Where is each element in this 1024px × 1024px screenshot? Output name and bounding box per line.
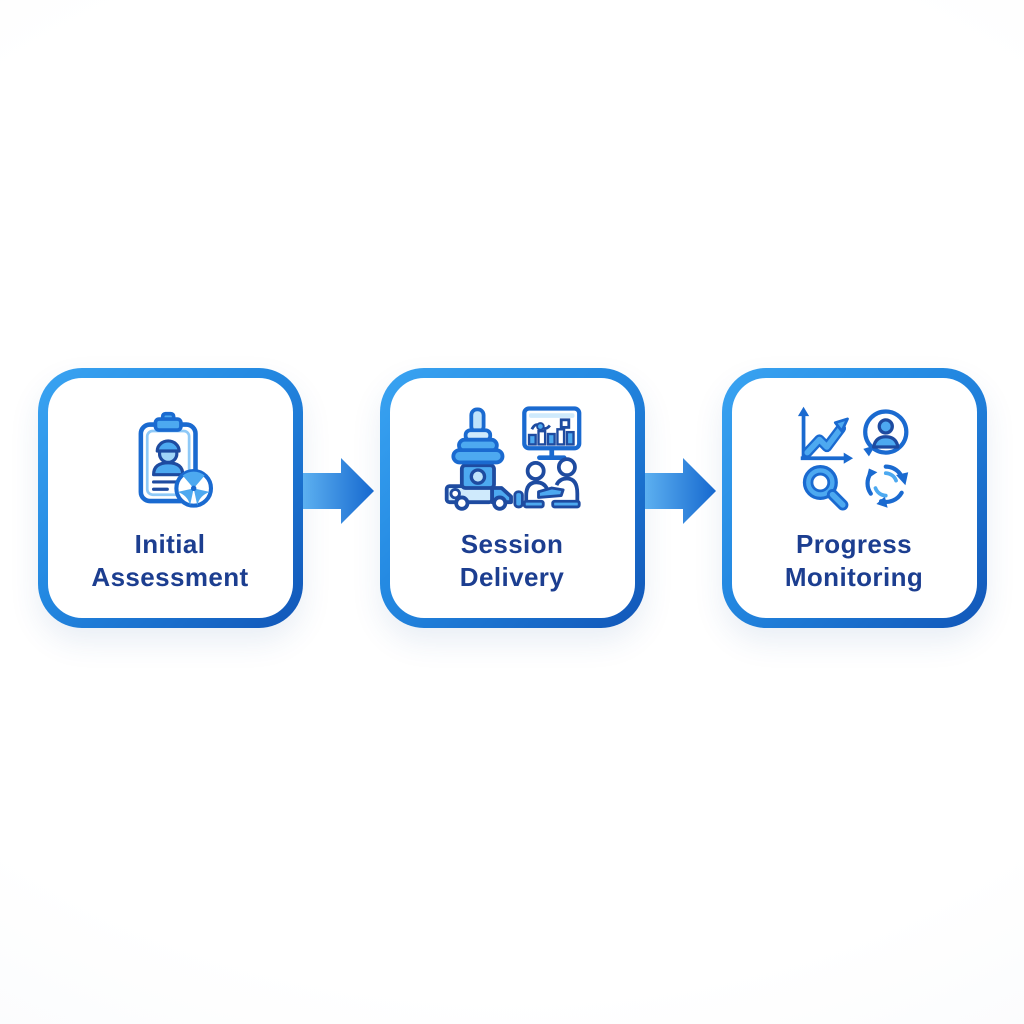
step-label-line: Progress xyxy=(796,529,912,559)
assessment-clipboard-icon xyxy=(138,411,214,508)
step-2-label: Session Delivery xyxy=(460,528,564,594)
connector-2 xyxy=(644,368,722,628)
step-3-label: Progress Monitoring xyxy=(785,528,923,594)
stacking-toy-truck-icon xyxy=(444,407,513,511)
person-photo-icon xyxy=(152,439,185,477)
flow-arrow-icon xyxy=(302,458,374,524)
magnifier-icon xyxy=(802,464,849,511)
step-label-line: Assessment xyxy=(91,561,249,592)
progress-monitoring-icons xyxy=(797,406,909,511)
connector-1 xyxy=(302,368,380,628)
step-label-line: Initial xyxy=(134,529,206,559)
step-3-icon-area xyxy=(788,402,920,520)
step-label-line: Session xyxy=(460,529,564,559)
step-card-session-delivery: Session Delivery xyxy=(380,368,645,628)
session-delivery-icons xyxy=(444,406,582,511)
therapy-session-icon xyxy=(513,457,581,509)
trend-chart-icon xyxy=(797,406,854,464)
step-1-label: Initial Assessment xyxy=(91,528,248,594)
step-card-progress-monitoring: Progress Monitoring xyxy=(722,368,987,628)
user-refresh-icon xyxy=(863,409,909,457)
presentation-chart-icon xyxy=(522,406,582,461)
step-label-line: Monitoring xyxy=(784,561,924,592)
cycle-arrows-icon xyxy=(865,464,909,508)
flow-arrow-icon xyxy=(644,458,716,524)
step-1-icon-area xyxy=(119,402,221,520)
flow-row: Initial Assessment xyxy=(0,368,1024,628)
beach-ball-icon xyxy=(174,468,214,508)
step-label-line: Delivery xyxy=(459,561,565,592)
step-2-icon-area xyxy=(441,402,583,520)
step-card-initial-assessment: Initial Assessment xyxy=(38,368,303,628)
